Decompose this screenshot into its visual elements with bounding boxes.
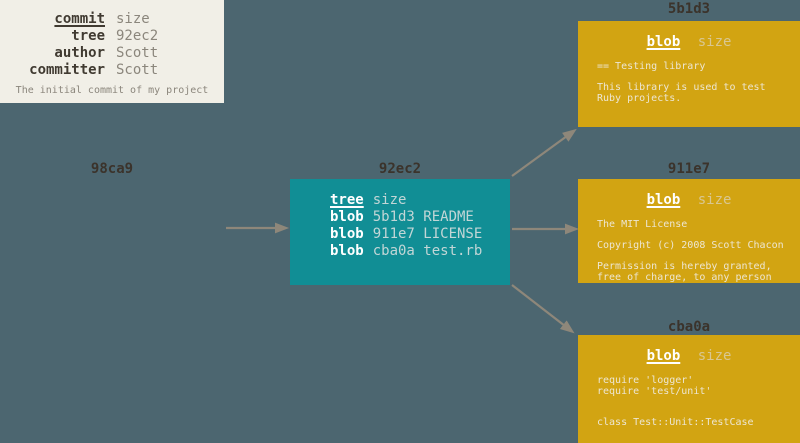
tree-blob-key: blob: [330, 226, 364, 242]
commit-committer-key: committer: [29, 62, 105, 78]
commit-object-box: commit size tree 92ec2 author Scott comm…: [0, 0, 224, 103]
blob-header: blob size: [578, 21, 800, 51]
code-line: [597, 397, 800, 408]
commit-row: committer Scott: [0, 62, 224, 79]
code-line: Permission is hereby granted,: [597, 261, 772, 272]
arrow-tree-to-blob-testrb: [511, 284, 575, 334]
blob-readme-box: blob size == Testing library This librar…: [578, 21, 800, 127]
tree-hash-label: 92ec2: [378, 161, 422, 177]
commit-row: tree 92ec2: [0, 28, 224, 45]
blob-readme-content: == Testing library This library is used …: [578, 51, 800, 104]
code-line: The MIT License: [597, 219, 688, 230]
commit-tree-key: tree: [71, 28, 105, 44]
tree-entry-license: 911e7 LICENSE: [372, 226, 483, 242]
code-line: Ruby projects.: [597, 92, 682, 104]
tree-blob-key: blob: [330, 209, 364, 225]
tree-entry-testrb: cba0a test.rb: [372, 243, 483, 259]
blob-license-box: blob size The MIT License Copyright (c) …: [578, 179, 800, 283]
blob-size-label: size: [697, 192, 732, 208]
tree-row: blob cba0a test.rb: [330, 243, 510, 260]
code-line: class Test::Unit::TestCase: [597, 417, 754, 428]
blob-license-hash-label: 911e7: [667, 161, 711, 177]
blob-testrb-hash-label: cba0a: [667, 319, 711, 335]
blob-type-label: blob: [646, 34, 681, 50]
commit-author-value: Scott: [116, 45, 159, 61]
blob-license-content: The MIT License Copyright (c) 2008 Scott…: [578, 209, 800, 283]
tree-entry-readme: 5b1d3 README: [372, 209, 474, 225]
blob-readme-hash-label: 5b1d3: [667, 1, 711, 17]
blob-header: blob size: [578, 179, 800, 209]
commit-author-key: author: [54, 45, 105, 61]
commit-row: author Scott: [0, 45, 224, 62]
commit-message: The initial commit of my project: [15, 85, 209, 96]
commit-row: commit size: [0, 11, 224, 28]
tree-row: blob 911e7 LICENSE: [330, 226, 510, 243]
tree-row: blob 5b1d3 README: [330, 209, 510, 226]
blob-type-label: blob: [646, 348, 681, 364]
commit-hash-label: 98ca9: [90, 161, 134, 177]
blob-size-label: size: [697, 34, 732, 50]
code-line: require 'test/unit': [597, 385, 712, 397]
code-line: == Testing library: [597, 61, 706, 72]
tree-blob-key: blob: [330, 243, 364, 259]
tree-size-label: size: [372, 192, 407, 208]
commit-type-label: commit: [54, 11, 105, 27]
arrow-tree-to-blob-readme: [511, 128, 577, 177]
blob-header: blob size: [578, 335, 800, 365]
commit-size-label: size: [116, 11, 150, 27]
code-line: require 'logger': [597, 375, 694, 386]
tree-type-label: tree: [330, 192, 364, 208]
code-line: This library is used to test: [597, 82, 766, 93]
blob-type-label: blob: [646, 192, 681, 208]
blob-testrb-box: blob size require 'logger' require 'test…: [578, 335, 800, 443]
tree-object-box: tree size blob 5b1d3 README blob 911e7 L…: [290, 179, 510, 285]
code-line: free of charge, to any person: [597, 271, 772, 283]
blob-size-label: size: [697, 348, 732, 364]
commit-tree-hash: 92ec2: [116, 28, 159, 44]
commit-committer-value: Scott: [116, 62, 159, 78]
tree-row: tree size: [330, 192, 510, 209]
blob-testrb-content: require 'logger' require 'test/unit' cla…: [578, 365, 800, 429]
code-line: Copyright (c) 2008 Scott Chacon: [597, 240, 784, 251]
